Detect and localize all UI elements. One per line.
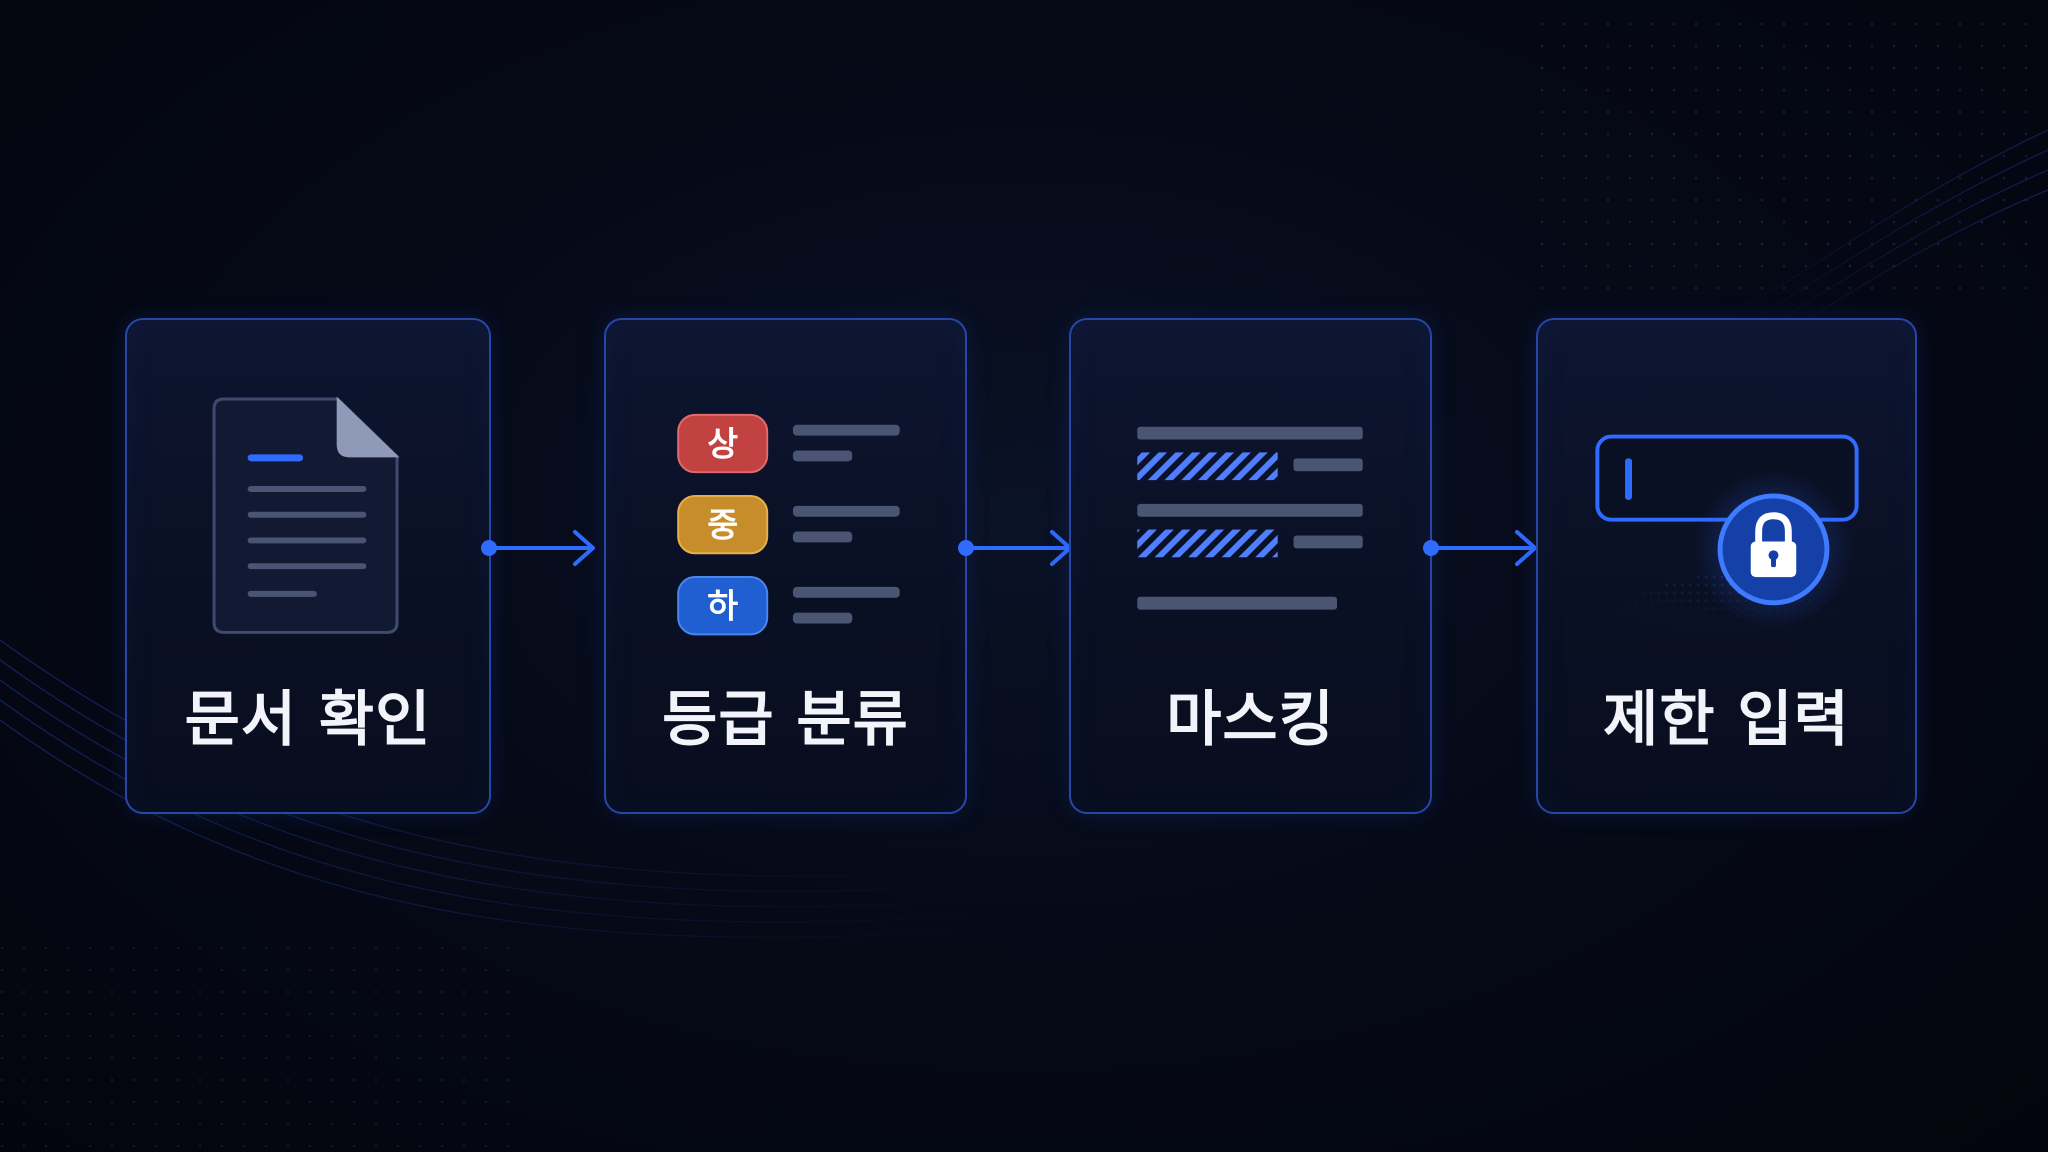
grade-list-icon: 상 중 하 xyxy=(677,413,900,636)
grade-badge-high: 상 xyxy=(677,413,769,474)
grade-badge-medium: 중 xyxy=(677,494,769,555)
grade-badge-label: 상 xyxy=(707,424,738,463)
arrow-right-icon xyxy=(481,530,595,566)
step-card-document-check: 문서 확인 xyxy=(125,318,491,814)
arrow-right-icon xyxy=(958,530,1072,566)
grade-badge-low: 하 xyxy=(677,576,769,636)
masked-text-icon xyxy=(1137,426,1363,610)
locked-input-icon xyxy=(1557,434,1895,649)
step-card-masking: 마스킹 xyxy=(1069,318,1432,814)
step-label: 등급 분류 xyxy=(662,685,909,755)
step-card-grade-classification: 상 중 하 등급 분류 xyxy=(604,318,967,814)
grade-badge-label: 하 xyxy=(707,587,738,626)
step-label: 문서 확인 xyxy=(184,685,432,755)
step-card-restricted-input: 제한 입력 xyxy=(1536,318,1917,814)
grade-badge-label: 중 xyxy=(707,505,738,544)
arrow-right-icon xyxy=(1423,530,1537,566)
step-label: 마스킹 xyxy=(1166,685,1335,755)
document-icon xyxy=(212,396,400,634)
step-label: 제한 입력 xyxy=(1603,685,1850,755)
lock-icon xyxy=(1717,493,1830,606)
